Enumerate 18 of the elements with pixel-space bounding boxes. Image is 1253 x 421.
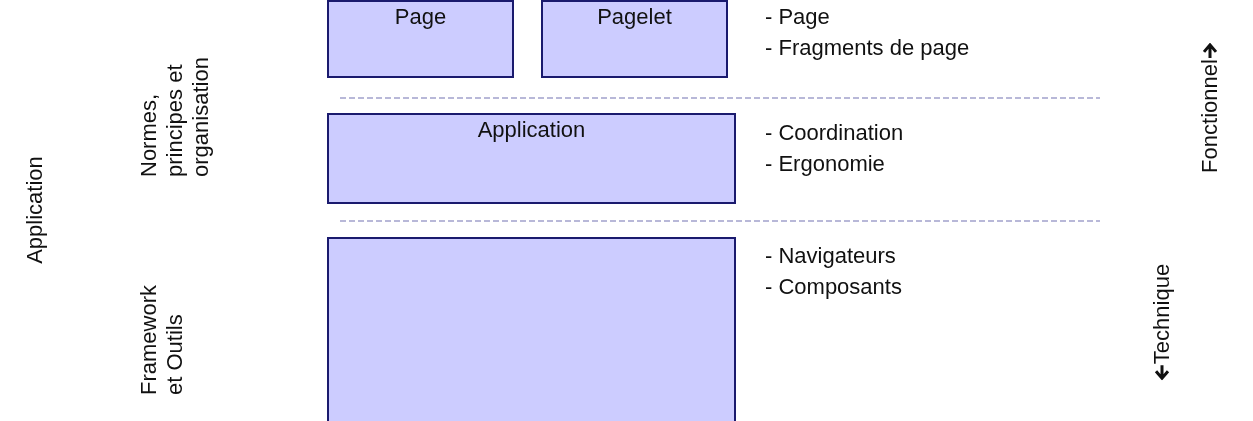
bullet-item: - Composants [765, 274, 902, 300]
layer-box [327, 0, 514, 78]
bullet-item: - Page [765, 4, 830, 30]
vertical-label: Application [22, 156, 48, 264]
layer-title: Application [477, 117, 586, 143]
bullet-item: - Navigateurs [765, 243, 896, 269]
bullet-item: - Fragments de page [765, 35, 970, 61]
axis-label: Technique [1149, 263, 1175, 365]
bullet-item: - Coordination [765, 120, 904, 146]
layer-box [541, 0, 728, 78]
bullet-item: - Ergonomie [765, 151, 885, 177]
vertical-label: Normes, principes et organisation [136, 56, 214, 177]
layer-box [327, 113, 736, 204]
empty-layer-box [327, 237, 736, 421]
axis-label: Fonctionnel [1197, 59, 1223, 173]
vertical-label: Framework et Outils [136, 284, 188, 395]
layer-title: Pagelet [597, 4, 672, 30]
layer-title: Page [394, 4, 447, 30]
